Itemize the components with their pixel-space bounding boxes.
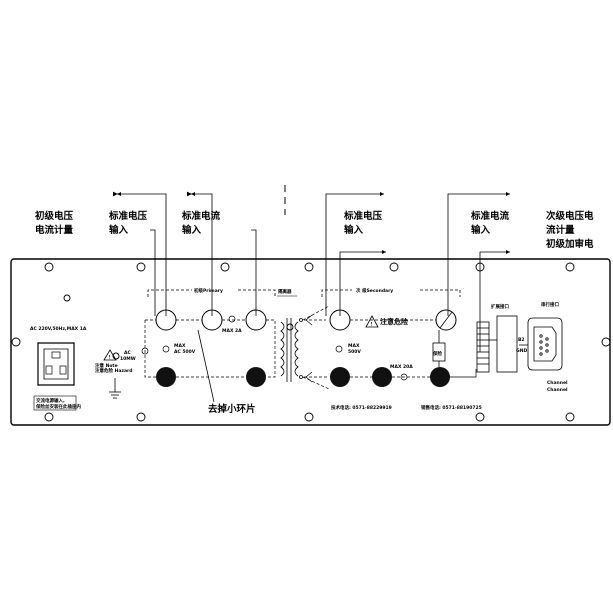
fuse-holder (432, 330, 446, 367)
screw (44, 412, 54, 422)
fuse-label: 保险 (432, 350, 442, 357)
label-primary-meter-2: 电流计量 (35, 224, 74, 236)
screw (565, 412, 575, 422)
serial-port-label: 串行接口 (541, 301, 559, 308)
isolation-transformer (280, 318, 303, 382)
power-note-2: 保险丝安装在此插座内 (35, 403, 81, 410)
label-std-voltage-left-1: 标准电压 (108, 210, 148, 222)
serial-port (519, 317, 563, 371)
label-std-voltage-right-2: 输入 (344, 224, 364, 236)
screw (63, 294, 71, 302)
primary-section-label: 初级Primary (194, 287, 223, 294)
terminal-primary-v-low (156, 367, 176, 387)
power-inlet: AC 220V,50Hz,MAX 1A 交流电源输入, 保险丝安装在此插座内 (30, 326, 87, 411)
screw (565, 262, 575, 272)
max-500v-right: MAX (348, 343, 360, 349)
remove-tab-label: 去掉小环片 (208, 403, 256, 415)
isolation-label: 隔离器 (278, 288, 292, 295)
max-20a-right: MAX 20A (390, 364, 413, 370)
pin-gnd: GND (516, 348, 527, 354)
label-primary-meter-1: 初级电压 (35, 210, 74, 222)
warning-label: 注意危险 (380, 317, 409, 326)
channel-a: Channel (547, 380, 568, 386)
terminal-secondary-i-low (430, 367, 450, 387)
primary-wiring (144, 319, 276, 378)
leader-lines (113, 191, 510, 352)
screw (475, 412, 485, 422)
screw (44, 262, 54, 272)
screw (286, 323, 294, 331)
top-labels: 初级电压 电流计量 标准电压 输入 标准电流 输入 标准电压 输入 标准电流 输… (35, 210, 594, 250)
expansion-port-label: 扩展接口 (491, 303, 509, 310)
label-std-current-left-1: 标准电流 (181, 210, 221, 222)
label-std-voltage-left-2: 输入 (109, 224, 129, 236)
sales-phone: 销售电话: 0571-88190725 (421, 404, 482, 411)
label-std-current-right-1: 标准电流 (470, 210, 510, 222)
label-secondary-meter-2: 流计量 (546, 224, 575, 236)
label-std-current-left-2: 输入 (182, 224, 202, 236)
terminal-secondary-i-mid (372, 367, 392, 387)
remove-tab-leader (197, 329, 215, 403)
terminal-secondary-v-high (329, 309, 351, 331)
ac-note-2: 注意危险 Hazard (95, 367, 132, 374)
label-secondary-meter-1: 次级电压电 (546, 210, 594, 222)
secondary-section-label: 次 级Secondary (356, 287, 393, 294)
screw (304, 412, 314, 422)
screw (389, 262, 399, 272)
terminal-primary-common (246, 367, 266, 387)
warning-icon (103, 349, 117, 361)
primary-solid-terminals (156, 367, 266, 387)
terminal-secondary-v-low (330, 367, 350, 387)
screw (136, 412, 146, 422)
section-brackets (147, 289, 461, 297)
ac-note-1: 注意 Note (95, 362, 118, 369)
label-std-voltage-right-1: 标准电压 (343, 210, 383, 222)
svg-text:!: ! (109, 355, 111, 361)
power-note-1: 交流电源输入, (36, 397, 65, 404)
power-spec: AC 220V,50Hz,MAX 1A (30, 326, 87, 332)
terminal-secondary-i-high (435, 309, 457, 331)
screw (112, 352, 120, 360)
label-secondary-meter-3: 初级加审电 (546, 238, 594, 250)
ac-10w-2: 10MW (120, 356, 136, 362)
pin-b2: B2 (518, 337, 525, 343)
expansion-port (476, 315, 518, 373)
ac-500v-left: AC 500V (174, 349, 196, 355)
v-500v-right: 500V (348, 349, 361, 355)
channel-b: Channel (547, 387, 568, 393)
screw (304, 262, 314, 272)
label-std-current-right-2: 输入 (471, 224, 491, 236)
screw (11, 337, 21, 347)
ground-symbol (109, 378, 121, 399)
svg-text:!: ! (371, 322, 373, 328)
screw (136, 262, 146, 272)
max-2a-left: MAX 2A (222, 328, 242, 334)
screw (601, 337, 611, 347)
max-500v-left: MAX (174, 343, 186, 349)
primary-terminals (155, 309, 267, 331)
warning-icon-right (365, 315, 379, 328)
screw (220, 262, 230, 272)
tech-phone: 技术电话: 0571-88229919 (331, 404, 392, 411)
secondary-wiring (302, 305, 436, 390)
ac-10w-1: AC (124, 350, 131, 356)
